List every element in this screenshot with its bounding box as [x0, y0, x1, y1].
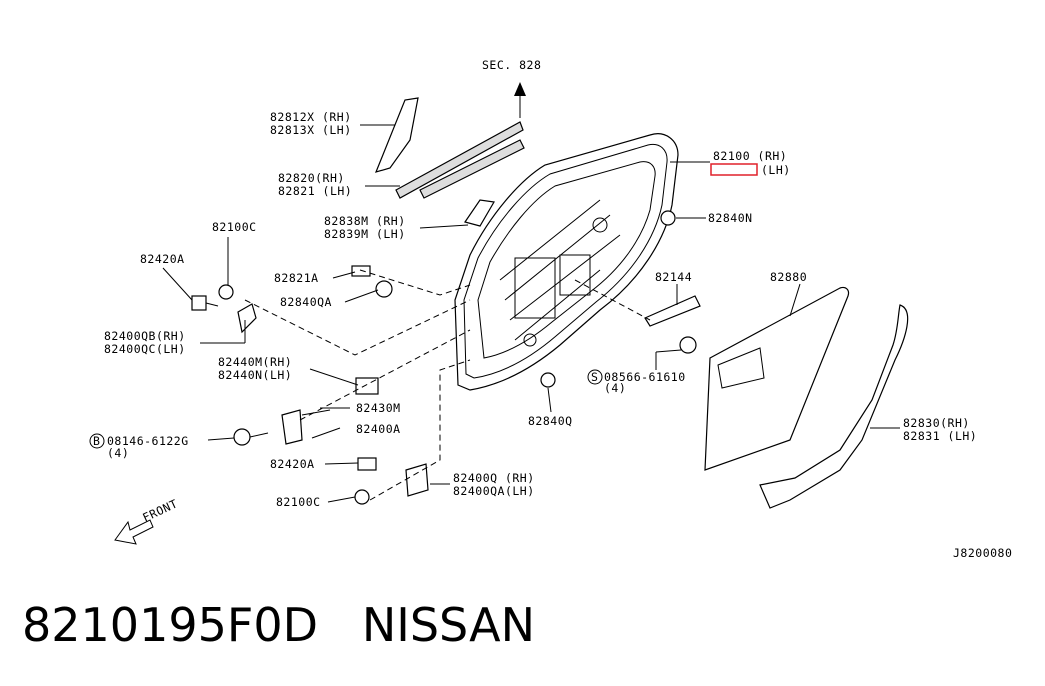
door-trim-panel [704, 286, 850, 471]
label-leaders [162, 124, 900, 503]
label-82400qc: 82400QC(LH) [104, 342, 186, 356]
section-ref-label: SEC. 828 [482, 58, 541, 72]
b-marker: B [93, 434, 100, 448]
diagram-code: J8200080 [953, 546, 1012, 560]
label-82831: 82831 (LH) [903, 429, 977, 443]
door-shell [454, 133, 679, 391]
label-82840q: 82840Q [528, 414, 573, 428]
highlighted-part-box [710, 163, 758, 176]
s-marker-circle [587, 369, 603, 385]
label-82420a-top: 82420A [140, 252, 185, 266]
label-82840qa: 82840QA [280, 295, 332, 309]
front-label: FRONT [140, 496, 180, 524]
label-82400q: 82400Q (RH) [453, 471, 535, 485]
label-82440n: 82440N(LH) [218, 368, 292, 382]
label-82100c-bot: 82100C [276, 495, 321, 509]
weatherstrip [759, 304, 909, 509]
label-82430m: 82430M [356, 401, 401, 415]
label-82100c-top: 82100C [212, 220, 257, 234]
b-marker-circle [89, 433, 105, 449]
part-number-caption: 8210195F0D NISSAN [22, 598, 535, 652]
label-82440m: 82440M(RH) [218, 355, 292, 369]
label-82100: 82100 (RH) [713, 149, 787, 163]
label-08566: 08566-61610 [604, 370, 686, 384]
s-marker: S [591, 370, 598, 384]
label-82400a: 82400A [356, 422, 401, 436]
label-82821a: 82821A [274, 271, 319, 285]
label-82813x: 82813X (LH) [270, 123, 352, 137]
label-08146-qty: (4) [107, 446, 129, 460]
label-08146: 08146-6122G [107, 434, 189, 448]
label-82400qb: 82400QB(RH) [104, 329, 186, 343]
label-82840n: 82840N [708, 211, 753, 225]
label-82880: 82880 [770, 270, 807, 284]
label-08566-qty: (4) [604, 381, 626, 395]
dashed-guides [244, 269, 651, 501]
label-82144: 82144 [655, 270, 692, 284]
label-82101: (LH) [761, 163, 791, 177]
label-82830: 82830(RH) [903, 416, 970, 430]
label-82420a-bot: 82420A [270, 457, 315, 471]
label-82821: 82821 (LH) [278, 184, 352, 198]
section-arrow: SEC. 828 [482, 58, 541, 118]
label-82812x: 82812X (RH) [270, 110, 352, 124]
label-82820: 82820(RH) [278, 171, 345, 185]
window-moldings [374, 97, 525, 227]
label-82839m: 82839M (LH) [324, 227, 406, 241]
label-82838m: 82838M (RH) [324, 214, 406, 228]
label-82400qa: 82400QA(LH) [453, 484, 535, 498]
front-arrow: FRONT [114, 496, 180, 545]
